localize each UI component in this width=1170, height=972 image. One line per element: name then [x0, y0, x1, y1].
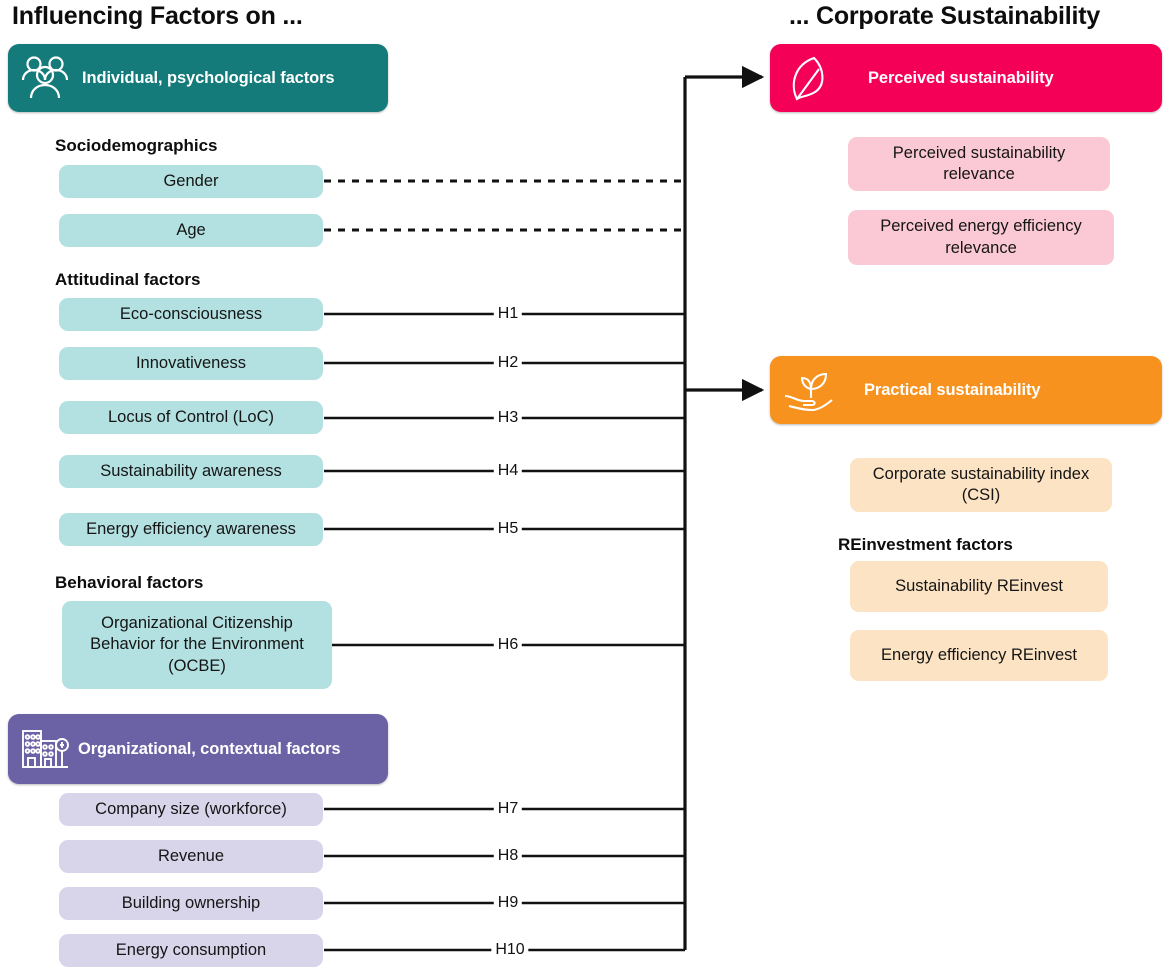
leaf-icon	[778, 53, 844, 103]
factor-company-size[interactable]: Company size (workforce)	[59, 793, 323, 826]
hypothesis-h7: H7	[493, 800, 523, 818]
factor-eco-consciousness[interactable]: Eco-consciousness	[59, 298, 323, 331]
outcome-sustainability-reinvest[interactable]: Sustainability REinvest	[850, 561, 1108, 612]
group-perceived-sustainability[interactable]: Perceived sustainability	[770, 44, 1162, 112]
group-individual-psychological[interactable]: Individual, psychological factors	[8, 44, 388, 112]
outcome-corporate-sustainability-index[interactable]: Corporate sustainability index (CSI)	[850, 458, 1112, 512]
factor-locus-of-control[interactable]: Locus of Control (LoC)	[59, 401, 323, 434]
factor-innovativeness[interactable]: Innovativeness	[59, 347, 323, 380]
hypothesis-h10: H10	[491, 941, 529, 959]
outcome-energy-efficiency-reinvest[interactable]: Energy efficiency REinvest	[850, 630, 1108, 681]
outcome-perceived-sustainability-relevance[interactable]: Perceived sustainability relevance	[848, 137, 1110, 191]
factor-revenue[interactable]: Revenue	[59, 840, 323, 873]
factor-building-ownership[interactable]: Building ownership	[59, 887, 323, 920]
hypothesis-h8: H8	[493, 847, 523, 865]
right-column-title: ... Corporate Sustainability	[789, 2, 1101, 30]
factor-energy-efficiency-awareness[interactable]: Energy efficiency awareness	[59, 513, 323, 546]
factor-gender[interactable]: Gender	[59, 165, 323, 198]
hypothesis-h5: H5	[493, 520, 523, 538]
factor-age[interactable]: Age	[59, 214, 323, 247]
hypothesis-h2: H2	[493, 354, 523, 372]
factor-sustainability-awareness[interactable]: Sustainability awareness	[59, 455, 323, 488]
group-practical-label: Practical sustainability	[864, 380, 1041, 399]
hypothesis-h6: H6	[493, 636, 523, 654]
factor-ocbe[interactable]: Organizational Citizenship Behavior for …	[62, 601, 332, 689]
group-organizational-label: Organizational, contextual factors	[78, 739, 341, 758]
section-attitudinal: Attitudinal factors	[55, 270, 201, 289]
group-individual-label: Individual, psychological factors	[82, 68, 335, 87]
hypothesis-h3: H3	[493, 409, 523, 427]
left-column-title: Influencing Factors on ...	[12, 2, 303, 30]
hypothesis-h9: H9	[493, 894, 523, 912]
hand-sprout-icon	[776, 365, 848, 415]
section-behavioral: Behavioral factors	[55, 573, 204, 592]
group-organizational-contextual[interactable]: Organizational, contextual factors	[8, 714, 388, 784]
section-reinvestment: REinvestment factors	[838, 535, 1013, 554]
hypothesis-h1: H1	[493, 305, 523, 323]
factor-energy-consumption[interactable]: Energy consumption	[59, 934, 323, 967]
group-practical-sustainability[interactable]: Practical sustainability	[770, 356, 1162, 424]
section-sociodemographics: Sociodemographics	[55, 136, 218, 155]
buildings-icon	[16, 725, 76, 773]
hypothesis-h4: H4	[493, 462, 523, 480]
people-group-icon	[14, 55, 76, 101]
outcome-perceived-energy-efficiency-relevance[interactable]: Perceived energy efficiency relevance	[848, 210, 1114, 265]
group-perceived-label: Perceived sustainability	[868, 68, 1054, 87]
